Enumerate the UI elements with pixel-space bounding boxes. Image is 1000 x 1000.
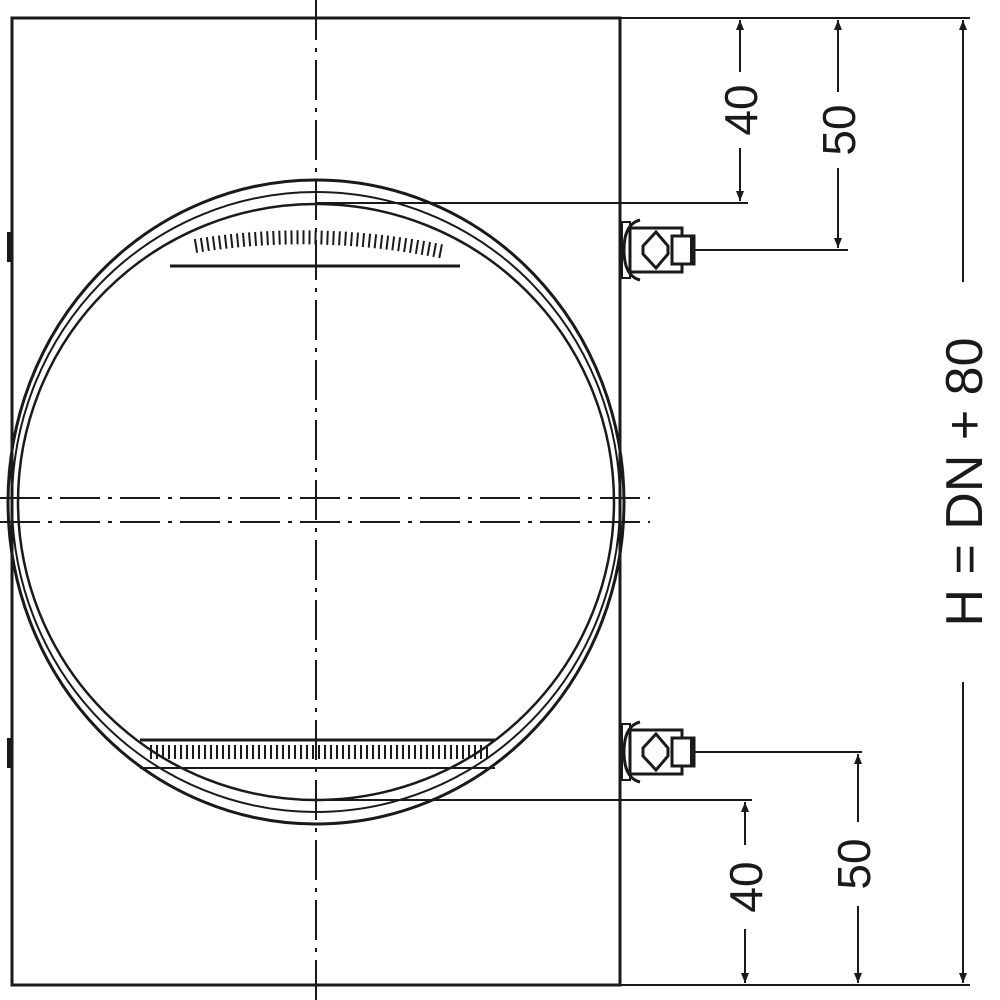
dim-bottom-50: 50 xyxy=(828,838,880,889)
top-screw-clamp xyxy=(620,218,697,282)
dim-bottom-40: 40 xyxy=(720,861,772,912)
bottom-screw-clamp xyxy=(620,720,697,784)
dim-top-50: 50 xyxy=(813,104,865,155)
bottom-clamp-band xyxy=(140,738,495,769)
dim-top-40: 40 xyxy=(715,84,767,135)
dim-height-formula: H = DN + 80 xyxy=(936,337,994,626)
